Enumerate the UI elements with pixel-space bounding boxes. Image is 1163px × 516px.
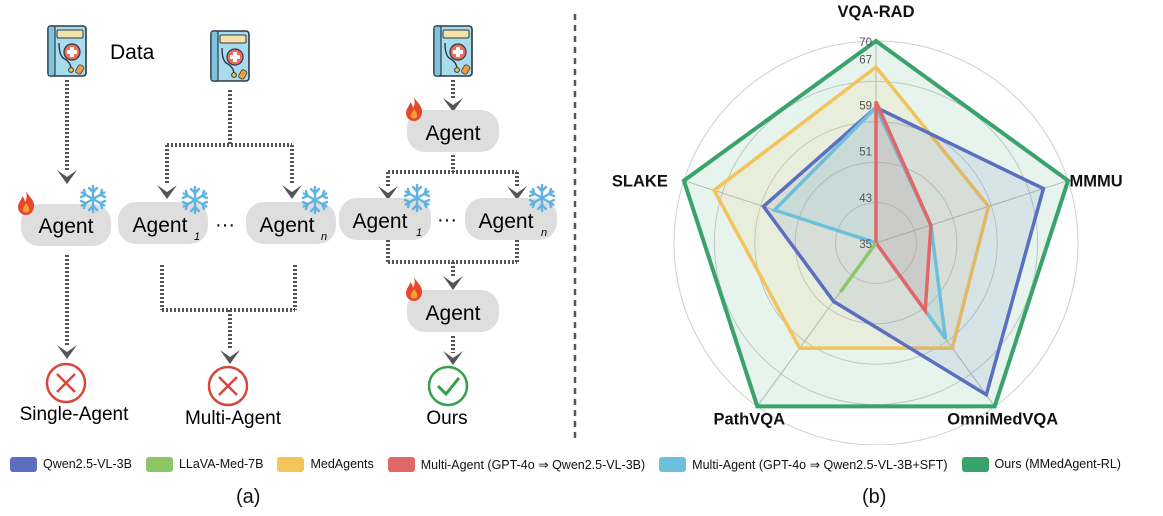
legend-entry: Qwen2.5-VL-3B [10,456,132,472]
legend-entry: Multi-Agent (GPT-4o ⇒ Qwen2.5-VL-3B+SFT) [659,456,948,472]
series-polygon [874,100,933,316]
workflow-diagram: Data Agent Agent 1 ··· Agent n Agent Age… [18,14,577,440]
ours-agent-n-box [465,198,557,240]
radar-chart: 35 43 51 59 67 70 VQA-RAD MMMU OmniMedVQA PathVQA… [612,3,1123,445]
agent-1-label: Agent [133,214,188,237]
legend-swatch [277,456,305,472]
multi-agent-caption: Multi-Agent [185,408,282,429]
agent-n-box [246,202,336,244]
ours-caption: Ours [426,408,467,429]
check-circle-icon [427,365,469,407]
tick-label: 59 [859,100,872,112]
tick-label: 43 [859,193,872,205]
legend-label: MedAgents [310,457,374,471]
legend-entry: LLaVA-Med-7B [145,456,264,472]
snowflake-icon [301,185,329,215]
legend-label: Ours (MMedAgent-RL) [994,457,1121,471]
legend-swatch [659,456,687,472]
ellipsis: ··· [215,214,235,236]
data-label: Data [110,41,155,64]
ours-top-agent-label: Agent [426,122,481,145]
caption-b: (b) [862,486,887,508]
tick-label: 67 [859,54,872,66]
tick-label: 70 [859,37,872,49]
snowflake-icon [181,185,209,215]
axis-label: VQA-RAD [838,3,915,21]
ours-agent-1-label: Agent [353,210,408,233]
x-circle-icon [207,365,249,407]
ours-agent-1-subscript: 1 [416,227,422,239]
axis-label: OmniMedVQA [947,410,1058,428]
legend-swatch [961,456,989,472]
agent-n-label: Agent [260,214,315,237]
ours-bottom-agent-label: Agent [426,302,481,325]
legend-entry: MedAgents [277,456,374,472]
ours-agent-n-label: Agent [479,210,534,233]
axis-label: MMMU [1070,173,1123,191]
ours-agent-n-subscript: n [541,227,547,239]
chart-legend: Qwen2.5-VL-3B LLaVA-Med-7B MedAgents Multi-… [10,453,1160,475]
ellipsis: ··· [437,209,457,231]
legend-entry: Ours (MMedAgent-RL) [961,456,1121,472]
legend-label: LLaVA-Med-7B [178,457,264,471]
caption-a: (a) [236,486,261,508]
single-agent-box [21,204,111,246]
fire-icon [18,191,35,215]
legend-swatch [387,456,415,472]
snowflake-icon [79,184,107,214]
axis-label: PathVQA [714,410,786,428]
ours-top-agent-box [407,110,499,152]
legend-label: Multi-Agent (GPT-4o ⇒ Qwen2.5-VL-3B) [420,457,646,472]
medical-book-icon [433,25,473,77]
agent-1-box [118,202,208,244]
axis-label: SLAKE [612,173,668,191]
x-circle-icon [45,362,87,404]
single-agent-label: Agent [39,215,94,238]
medical-book-icon [210,30,250,82]
fire-icon [406,277,423,301]
series-polygon [761,105,1046,398]
series-polygon [711,64,991,350]
legend-label: Multi-Agent (GPT-4o ⇒ Qwen2.5-VL-3B+SFT) [692,457,948,472]
legend-swatch [10,456,37,472]
series-polygon [838,241,878,294]
tick-label: 35 [859,239,872,251]
agent-1-subscript: 1 [194,231,200,243]
legend-label: Qwen2.5-VL-3B [43,457,132,471]
tick-label: 51 [859,147,872,159]
fire-icon [406,97,423,121]
ours-agent-1-box [339,198,431,240]
single-agent-caption: Single-Agent [20,404,130,425]
medical-book-icon [47,25,87,77]
legend-swatch [145,456,173,472]
ours-bottom-agent-box [407,290,499,332]
legend-entry: Multi-Agent (GPT-4o ⇒ Qwen2.5-VL-3B) [387,456,646,472]
grid-spoke [875,180,1069,244]
agent-n-subscript: n [321,231,327,243]
